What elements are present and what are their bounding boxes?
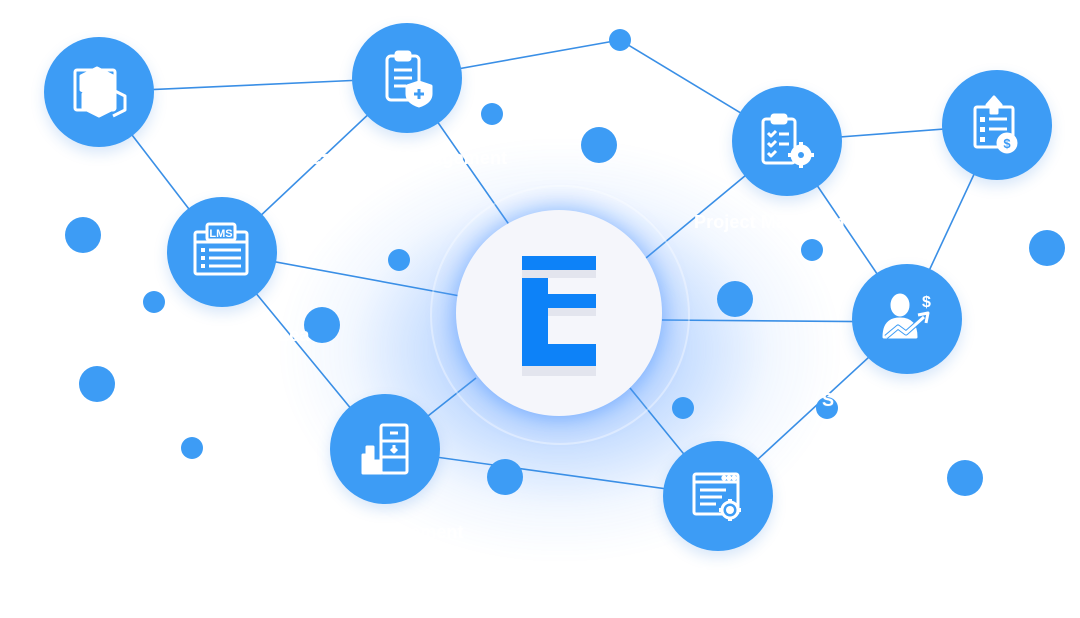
dot <box>481 103 503 125</box>
svg-text:$: $ <box>1003 136 1011 151</box>
dot <box>947 460 983 496</box>
website-settings-icon <box>692 472 741 521</box>
inventory-node <box>330 394 440 504</box>
lms-node: LMS <box>167 197 277 307</box>
dot <box>143 291 165 313</box>
dot <box>79 366 115 402</box>
healthcare-node <box>352 23 462 133</box>
website-node <box>663 441 773 551</box>
dot <box>487 459 523 495</box>
dot <box>65 217 101 253</box>
svg-text:$: $ <box>922 294 931 311</box>
hub-node <box>456 210 662 416</box>
label-sales: S <box>822 390 835 410</box>
label-website: Website M <box>618 564 708 584</box>
dot <box>304 307 340 343</box>
dot <box>581 127 617 163</box>
dot <box>1029 230 1065 266</box>
lms-icon: LMS <box>193 222 249 276</box>
invoice-upload-icon: $ <box>973 95 1018 154</box>
label-project: Project Managem <box>694 212 845 232</box>
inventory-boxes-icon <box>361 423 409 475</box>
sales-node: $ <box>852 264 962 374</box>
modules-node <box>44 37 154 147</box>
dot <box>816 397 838 419</box>
label-inventory: ntory Management <box>302 522 464 542</box>
dot <box>801 239 823 261</box>
healthcare-clipboard-icon <box>385 50 433 108</box>
invoice-node: $ <box>942 70 1052 180</box>
project-node <box>732 86 842 196</box>
e-logo-icon <box>522 256 596 376</box>
label-lms: d Lea <box>262 325 310 345</box>
label-healthcare: Healthcare Management <box>298 148 508 168</box>
dot <box>388 249 410 271</box>
dot <box>609 29 631 51</box>
sales-person-chart-icon: $ <box>882 293 931 339</box>
svg-text:LMS: LMS <box>209 228 232 240</box>
dot <box>717 281 753 317</box>
project-checklist-gear-icon <box>761 113 814 168</box>
edge <box>384 449 719 497</box>
dot <box>672 397 694 419</box>
modules-cube-icon <box>73 66 127 118</box>
dot <box>181 437 203 459</box>
